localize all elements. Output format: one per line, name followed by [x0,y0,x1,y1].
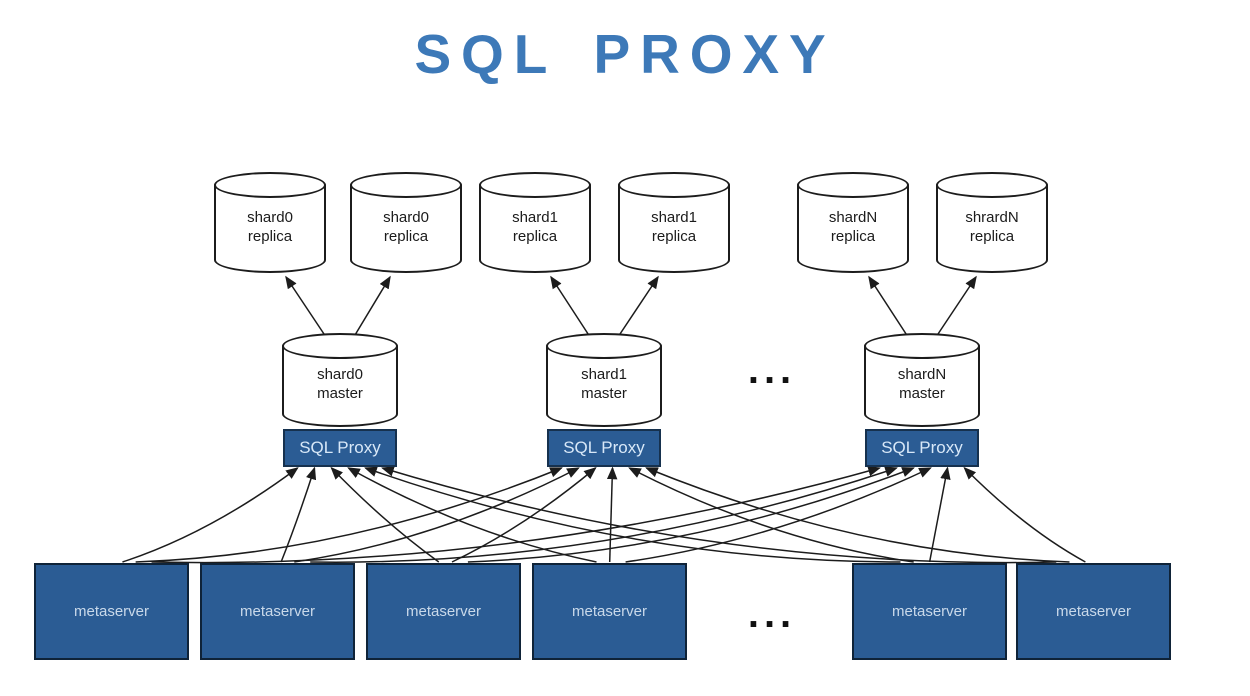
arrow-metaserver6-to-proxy3 [963,466,1086,563]
cylinder-top [479,172,591,198]
metaserver-box-1: metaserver [34,563,189,660]
arrow-metaserver1-to-proxy3 [151,465,881,564]
cylinder-top [282,333,398,359]
db-label-line2: master [581,385,627,402]
master-row-ellipsis: ... [747,348,797,392]
db-shard0-master: shard0 master [282,333,398,427]
db-label-line1: shardN [897,366,947,383]
db-label-line2: replica [383,227,429,245]
arrow-metaserver3-to-proxy3 [467,467,915,563]
arrow-metaserver5-to-proxy1 [364,466,901,563]
db-label-line2: replica [512,227,558,245]
db-label-line2: master [899,385,945,402]
metaserver-box-4: metaserver [532,563,687,660]
db-label: shard1 master [546,355,662,413]
arrow-metaserver4-to-proxy2 [606,466,618,563]
metaserver-box-5: metaserver [852,563,1007,660]
db-label-line1: shard0 [383,208,429,226]
arrow-metaserver3-to-proxy2 [451,467,597,563]
db-label-line1: shrardN [965,208,1019,226]
arrow-metaserver2-to-proxy3 [310,466,898,563]
db-shard1-master: shard1 master [546,333,662,427]
arrow-metaserver4-to-proxy1 [347,467,597,563]
sql-proxy-label: SQL Proxy [299,438,381,457]
cylinder-top [546,333,662,359]
db-label-line1: shard0 [317,366,363,383]
arrow-master2-to-replica-right [615,275,659,341]
metaserver-label: metaserver [571,603,648,620]
db-label-line1: shard1 [581,366,627,383]
arrow-metaserver2-to-proxy1 [280,466,317,563]
cylinder-top [936,172,1048,198]
sql-proxy-label: SQL Proxy [563,438,645,457]
sql-proxy-box-3: SQL Proxy [865,429,979,467]
metaserver-label: metaserver [1055,603,1132,620]
arrow-master3-to-replica-left [868,275,911,341]
metaserver-box-2: metaserver [200,563,355,660]
metaserver-label: metaserver [891,603,968,620]
arrow-master3-to-replica-right [933,275,977,341]
db-label-line1: shard0 [247,208,293,226]
cylinder-top [797,172,909,198]
arrow-metaserver1-to-proxy1 [122,467,299,563]
db-label-line1: shard1 [512,208,558,226]
arrow-metaserver4-to-proxy3 [625,467,932,563]
arrow-metaserver5-to-proxy2 [628,467,914,563]
db-label: shardN master [864,355,980,413]
db-label-line2: replica [830,227,876,245]
cylinder-top [350,172,462,198]
metaserver-box-6: metaserver [1016,563,1171,660]
db-label: shard0 master [282,355,398,413]
arrow-metaserver5-to-proxy3 [928,466,951,563]
cylinder-top [618,172,730,198]
db-label-line2: replica [247,227,293,245]
db-shardN-master: shardN master [864,333,980,427]
metaserver-label: metaserver [239,603,316,620]
db-label-line1: shard1 [651,208,697,226]
db-label-line2: replica [969,227,1015,245]
cylinder-top [864,333,980,359]
arrow-metaserver2-to-proxy2 [294,467,580,563]
arrow-master1-to-replica-left [285,275,329,341]
metaserver-box-3: metaserver [366,563,521,660]
db-label-line2: replica [651,227,697,245]
db-label-line2: master [317,385,363,402]
metaserver-label: metaserver [73,603,150,620]
cylinder-top [214,172,326,198]
arrow-metaserver1-to-proxy2 [135,467,563,563]
sql-proxy-box-1: SQL Proxy [283,429,397,467]
db-label-line1: shardN [828,208,878,226]
sql-proxy-box-2: SQL Proxy [547,429,661,467]
arrow-master1-to-replica-right [351,275,391,341]
arrow-metaserver6-to-proxy1 [381,466,1057,564]
diagram-title: SQL PROXY [414,23,836,85]
sql-proxy-label: SQL Proxy [881,438,963,457]
arrow-metaserver3-to-proxy1 [330,466,440,563]
arrow-master2-to-replica-left [550,275,593,341]
metaserver-row-ellipsis: ... [747,592,797,636]
arrow-metaserver6-to-proxy2 [645,467,1070,563]
metaserver-label: metaserver [405,603,482,620]
